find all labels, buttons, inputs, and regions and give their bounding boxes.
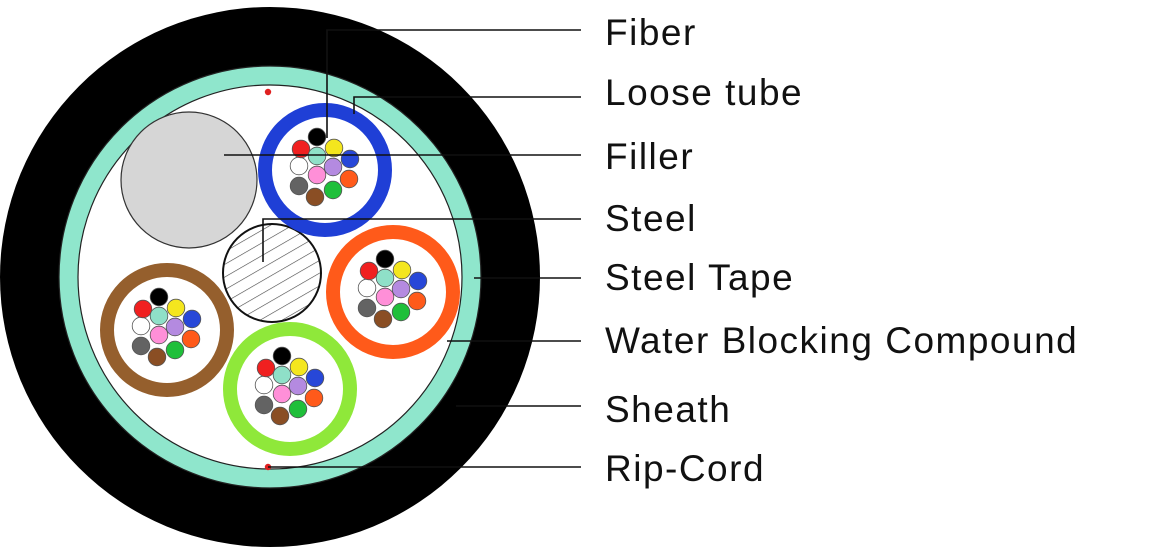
label-filler: Filler	[605, 136, 695, 177]
fiber	[375, 268, 395, 288]
label-fiber: Fiber	[605, 12, 697, 53]
label-water-blocking-compound: Water Blocking Compound	[605, 320, 1079, 361]
label-steel: Steel	[605, 198, 697, 239]
fiber	[373, 309, 393, 329]
fiber	[304, 388, 324, 408]
leader-line-fiber	[326, 29, 581, 138]
fiber	[272, 346, 292, 366]
fiber	[165, 317, 185, 337]
label-steel-tape: Steel Tape	[605, 257, 795, 298]
fiber	[359, 261, 379, 281]
fiber	[324, 138, 344, 158]
label-loose-tube: Loose tube	[605, 72, 804, 113]
fiber	[149, 287, 169, 307]
leader-line-steel	[262, 218, 581, 262]
fiber	[323, 157, 343, 177]
fiber	[182, 309, 202, 329]
leader-line-loose-tube	[353, 96, 581, 114]
fiber	[392, 260, 412, 280]
fiber	[375, 249, 395, 269]
fiber	[307, 165, 327, 185]
fiber	[289, 156, 309, 176]
fiber	[291, 139, 311, 159]
fiber	[289, 176, 309, 196]
fiber	[181, 329, 201, 349]
filler	[120, 111, 258, 249]
fiber	[307, 146, 327, 166]
fiber-bundle-blue-tube	[289, 127, 360, 207]
fiber	[340, 149, 360, 169]
fiber	[272, 365, 292, 385]
fiber	[375, 287, 395, 307]
fiber	[165, 340, 185, 360]
fiber	[254, 395, 274, 415]
fiber	[147, 347, 167, 367]
fiber	[305, 368, 325, 388]
fiber	[166, 298, 186, 318]
fiber	[408, 271, 428, 291]
fiber	[254, 375, 274, 395]
fiber	[131, 336, 151, 356]
fiber	[288, 399, 308, 419]
fiber-bundle-brown-tube	[131, 287, 202, 367]
label-rip-cord: Rip-Cord	[605, 448, 766, 489]
label-sheath: Sheath	[605, 389, 732, 430]
fiber	[357, 278, 377, 298]
fiber	[270, 406, 290, 426]
fiber	[149, 306, 169, 326]
fiber	[357, 298, 377, 318]
fiber-bundle-orange-tube	[357, 249, 428, 329]
fiber	[391, 279, 411, 299]
steel-member	[222, 223, 322, 323]
fiber	[256, 358, 276, 378]
fiber	[305, 187, 325, 207]
fiber	[323, 180, 343, 200]
fiber	[407, 291, 427, 311]
fiber	[131, 316, 151, 336]
fiber	[288, 376, 308, 396]
fiber	[391, 302, 411, 322]
fiber	[133, 299, 153, 319]
rip-cord-top	[264, 88, 272, 96]
fiber	[149, 325, 169, 345]
fiber	[307, 127, 327, 147]
fiber	[272, 384, 292, 404]
fiber-bundle-green-tube	[254, 346, 325, 426]
fiber	[289, 357, 309, 377]
fiber	[339, 169, 359, 189]
